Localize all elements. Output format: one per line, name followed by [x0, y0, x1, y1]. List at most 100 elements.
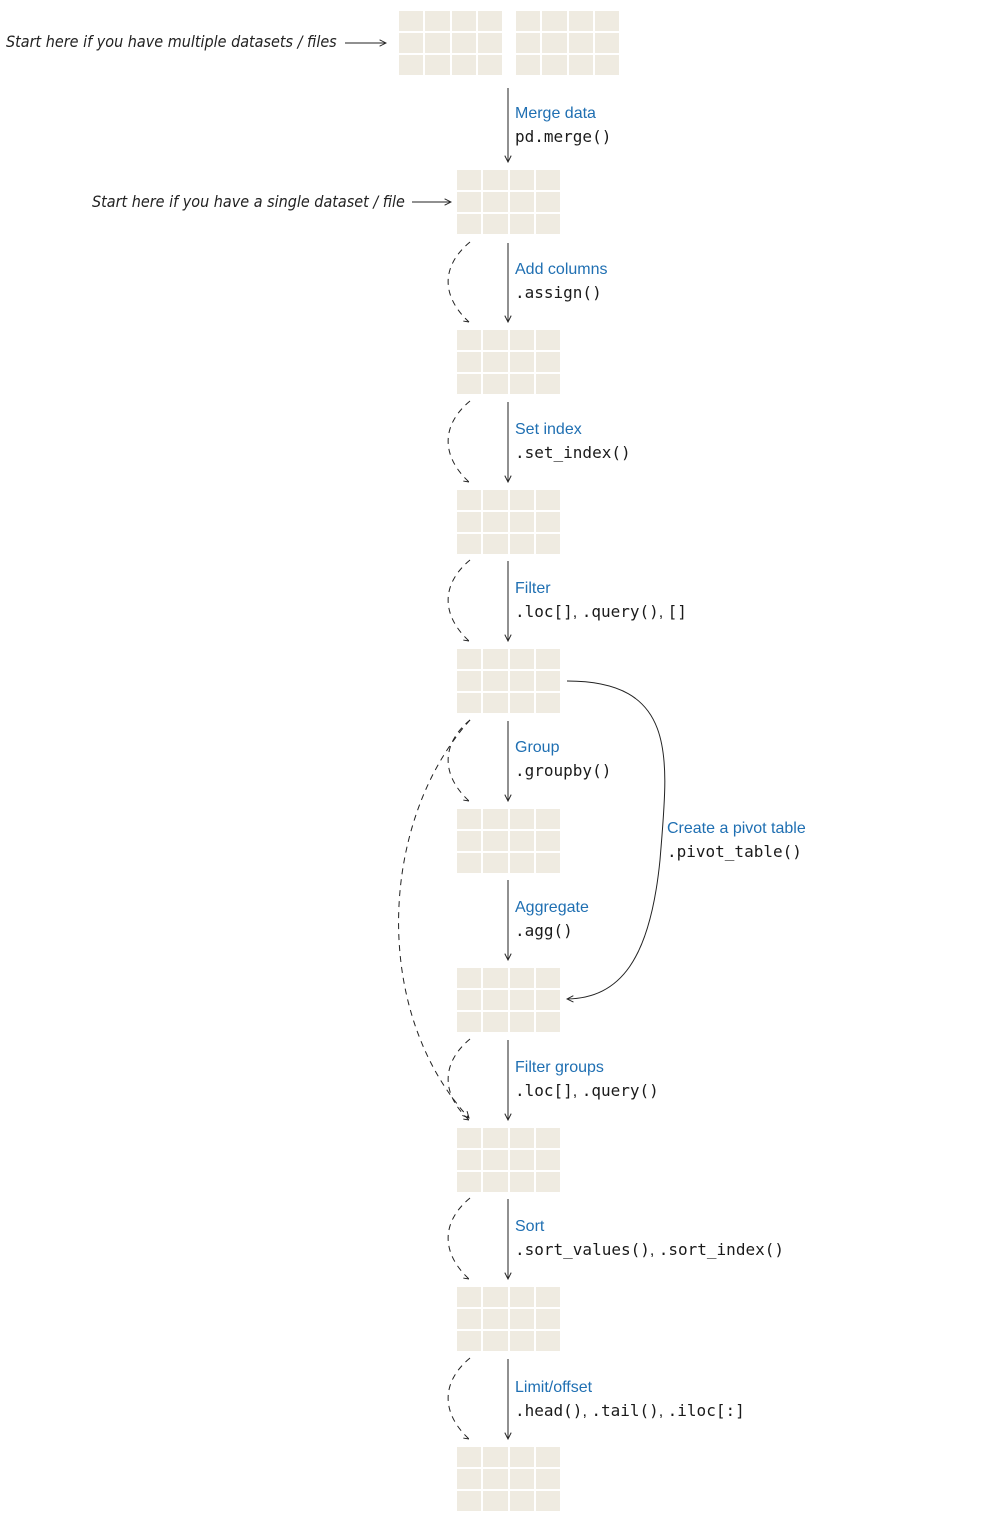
code-method: .groupby()	[515, 761, 612, 780]
table-cell	[457, 809, 482, 829]
code-separator: ,	[658, 604, 668, 621]
table-cell	[457, 534, 482, 554]
dataset-table-1	[399, 11, 502, 75]
table-cell	[483, 809, 508, 829]
table-cell	[483, 693, 508, 713]
table-cell	[535, 671, 560, 691]
table-cell	[594, 11, 619, 31]
table-cell	[477, 55, 502, 75]
step-title: Filter	[515, 580, 551, 597]
table-cell	[509, 1172, 534, 1192]
table-cell	[535, 170, 560, 190]
step-title: Merge data	[515, 105, 596, 122]
step-code: .loc[], .query()	[515, 1079, 659, 1103]
skip-arrow-limit-offset	[447, 1357, 471, 1440]
code-method: .sort_values()	[515, 1240, 650, 1259]
table-cell	[535, 693, 560, 713]
table-cell	[509, 512, 534, 532]
code-method: .head()	[515, 1401, 583, 1420]
code-separator: ,	[572, 604, 582, 621]
table-cell	[483, 330, 508, 350]
table-cell	[535, 1491, 560, 1511]
table-cell	[457, 968, 482, 988]
table-cell	[516, 33, 541, 53]
step-code: .loc[], .query(), []	[515, 600, 687, 624]
table-cell	[483, 1150, 508, 1170]
table-cell	[483, 968, 508, 988]
dataset-table-2	[516, 11, 619, 75]
step-code: .sort_values(), .sort_index()	[515, 1238, 784, 1262]
code-method: .loc[]	[515, 1081, 573, 1100]
table-cell	[509, 831, 534, 851]
table-cell	[457, 831, 482, 851]
table-cell	[477, 11, 502, 31]
table-cell	[457, 374, 482, 394]
table-cell	[457, 490, 482, 510]
table-cell	[457, 853, 482, 873]
table-cell	[509, 1309, 534, 1329]
table-cell	[535, 1309, 560, 1329]
table-cell	[509, 1447, 534, 1467]
table-cell	[483, 512, 508, 532]
table-cell	[509, 1331, 534, 1351]
dataframe-merged	[457, 170, 560, 234]
table-cell	[399, 11, 424, 31]
start-multiple-label: Start here if you have multiple datasets…	[6, 32, 337, 51]
table-cell	[483, 534, 508, 554]
table-cell	[457, 214, 482, 234]
table-cell	[594, 55, 619, 75]
table-cell	[535, 1469, 560, 1489]
table-cell	[509, 990, 534, 1010]
code-method: .sort_index()	[658, 1240, 784, 1259]
table-cell	[535, 374, 560, 394]
table-cell	[483, 192, 508, 212]
table-cell	[457, 671, 482, 691]
table-cell	[509, 490, 534, 510]
table-cell	[568, 33, 593, 53]
table-cell	[509, 1128, 534, 1148]
table-cell	[535, 1447, 560, 1467]
table-cell	[535, 512, 560, 532]
step-limit-offset: Limit/offset .head(), .tail(), .iloc[:]	[515, 1376, 745, 1423]
table-cell	[477, 33, 502, 53]
step-code: .assign()	[515, 281, 608, 304]
step-title: Sort	[515, 1218, 545, 1235]
table-cell	[509, 671, 534, 691]
table-cell	[509, 374, 534, 394]
skip-arrow-filter-groups	[447, 1038, 471, 1121]
table-cell	[509, 1012, 534, 1032]
code-separator: ,	[658, 1403, 668, 1420]
table-cell	[509, 809, 534, 829]
code-method: .loc[]	[515, 602, 573, 621]
table-cell	[509, 330, 534, 350]
table-cell	[535, 352, 560, 372]
table-cell	[509, 968, 534, 988]
skip-arrow-group-to-filter-groups	[398, 719, 471, 1118]
table-cell	[483, 1128, 508, 1148]
step-title: Aggregate	[515, 899, 589, 916]
step-code: .groupby()	[515, 759, 611, 782]
dataframe-filtered	[457, 649, 560, 713]
dataframe-groups-filtered	[457, 1128, 560, 1192]
table-cell	[509, 352, 534, 372]
table-cell	[535, 809, 560, 829]
table-cell	[451, 55, 476, 75]
start-single-label: Start here if you have a single dataset …	[92, 192, 405, 211]
table-cell	[483, 1469, 508, 1489]
branch-pivot-table: Create a pivot table .pivot_table()	[667, 817, 806, 863]
code-method: .query()	[581, 1081, 659, 1100]
dataframe-aggregated	[457, 968, 560, 1032]
table-cell	[483, 1012, 508, 1032]
table-cell	[483, 990, 508, 1010]
table-cell	[535, 831, 560, 851]
table-cell	[457, 1287, 482, 1307]
dataframe-limited	[457, 1447, 560, 1511]
table-cell	[425, 55, 450, 75]
table-cell	[457, 693, 482, 713]
code-separator: ,	[582, 1403, 592, 1420]
dataframe-indexed	[457, 490, 560, 554]
step-title: Add columns	[515, 261, 608, 278]
table-cell	[535, 990, 560, 1010]
code-method: .tail()	[591, 1401, 659, 1420]
